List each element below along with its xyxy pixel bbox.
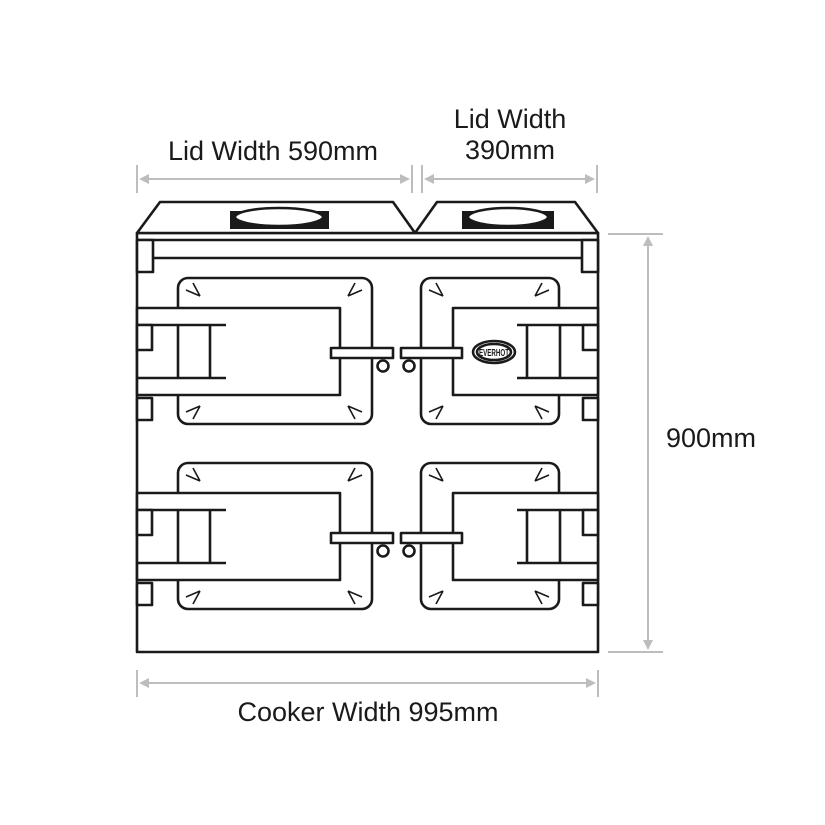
lower-right-door-handle[interactable] [399,531,464,558]
lower-left-door-handle[interactable] [329,531,395,558]
left-lid-handle [230,206,329,229]
lid-right-width-label-line1: Lid Width [454,104,567,134]
height-dimension-line [608,233,663,653]
lid-left-width-label: Lid Width 590mm [168,136,378,166]
lower-right-oven-door[interactable] [419,461,600,611]
upper-oven-doors: EVERHOT [135,276,600,426]
width-dimension-line [136,670,599,697]
right-lid-handle [462,206,554,229]
lid-right-width-label-line2: 390mm [465,135,555,165]
lid-left-dimension-line [136,165,413,193]
lid-right-dimension-line [421,165,598,193]
cooker-width-label: Cooker Width 995mm [237,697,498,727]
logo-text: EVERHOT [479,348,509,359]
right-door-handle[interactable] [399,346,464,373]
left-oven-door[interactable] [135,276,374,426]
lower-left-oven-door[interactable] [135,461,374,611]
height-label: 900mm [666,423,756,453]
everhot-logo: EVERHOT [471,339,517,365]
lower-oven-doors [135,461,600,611]
left-door-handle[interactable] [329,346,395,373]
top-rail [135,238,600,274]
